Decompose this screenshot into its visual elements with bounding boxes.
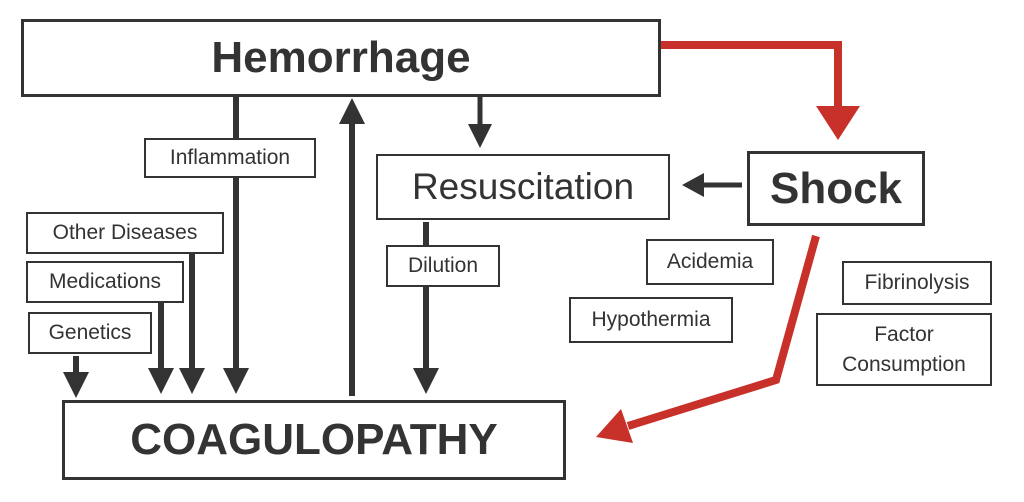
arrow-hemorrhage-to-shock — [661, 41, 860, 140]
inflammation-label: Inflammation — [144, 138, 316, 178]
arrow-shock-to-resuscitation — [682, 173, 742, 197]
genetics-label: Genetics — [28, 312, 152, 354]
factor-consumption-line-1: Factor — [874, 322, 934, 346]
dilution-label: Dilution — [386, 245, 500, 287]
coagulopathy-node: COAGULOPATHY — [62, 400, 566, 480]
arrow-other-diseases-to-coagulopathy — [179, 254, 205, 394]
factor-consumption-line-2: Consumption — [842, 352, 966, 376]
hemorrhage-node: Hemorrhage — [21, 19, 661, 97]
arrow-coagulopathy-to-hemorrhage — [339, 98, 365, 396]
arrow-medications-to-coagulopathy — [148, 303, 174, 394]
factor-consumption-label: Factor Consumption — [816, 313, 992, 386]
arrow-hemorrhage-to-resuscitation — [468, 97, 492, 148]
fibrinolysis-label: Fibrinolysis — [842, 261, 992, 305]
arrow-genetics-to-coagulopathy — [63, 356, 89, 398]
medications-label: Medications — [26, 261, 184, 303]
arrow-shock-to-coagulopathy — [596, 234, 820, 443]
shock-node: Shock — [747, 151, 925, 226]
resuscitation-node: Resuscitation — [376, 154, 670, 220]
hypothermia-label: Hypothermia — [569, 297, 733, 343]
acidemia-label: Acidemia — [646, 239, 774, 285]
other-diseases-label: Other Diseases — [26, 212, 224, 254]
